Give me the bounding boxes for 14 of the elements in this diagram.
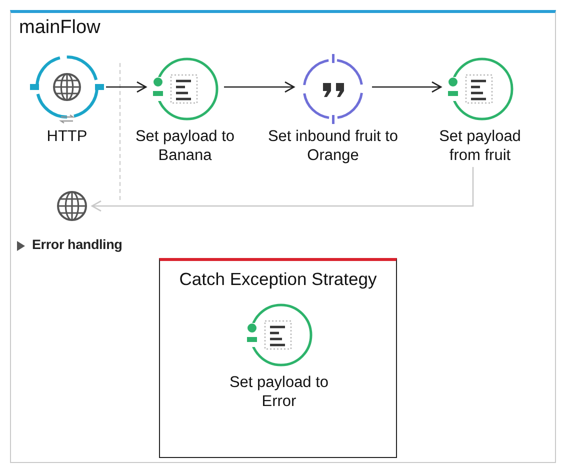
step-label: Set payload to Error [228, 373, 330, 411]
step-label: HTTP [46, 127, 88, 146]
arrow [224, 81, 295, 93]
step-label: Set payload from fruit [438, 127, 522, 165]
section-label: Error handling [32, 237, 122, 252]
step-label: Set payload to Banana [135, 127, 235, 165]
flow-title: mainFlow [19, 17, 100, 39]
strategy-title: Catch Exception Strategy [178, 269, 378, 290]
arrow [91, 167, 474, 212]
arrow [372, 81, 442, 93]
step-label: Set inbound fruit to Orange [266, 127, 400, 165]
flow-panel [10, 10, 556, 463]
arrow [106, 81, 147, 93]
exception-strategy-box [159, 258, 397, 458]
